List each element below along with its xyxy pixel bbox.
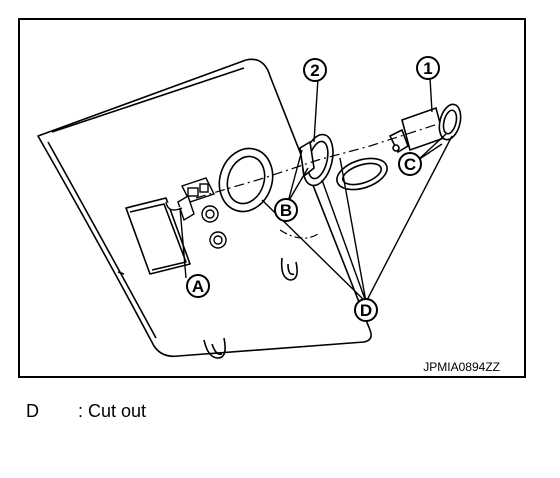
callout-c: C bbox=[404, 155, 416, 174]
panel-hole-ring bbox=[218, 147, 274, 213]
legend-text: : Cut out bbox=[78, 401, 147, 421]
installation-axis bbox=[195, 123, 439, 199]
legend-item: D : Cut out bbox=[26, 401, 146, 422]
callout-b: B bbox=[280, 201, 292, 220]
legend: D : Cut out bbox=[26, 401, 146, 422]
mounting-clip bbox=[203, 337, 226, 359]
mounting-clip bbox=[280, 257, 298, 281]
callout-a: A bbox=[192, 277, 204, 296]
callout-part-2: 2 bbox=[310, 61, 319, 80]
harness-connector bbox=[165, 177, 227, 249]
panel-opening bbox=[125, 197, 191, 275]
diagram-figure: 2 1 A B C D JPMIA0894ZZ bbox=[18, 18, 526, 378]
callout-part-1: 1 bbox=[423, 59, 432, 78]
image-code: JPMIA0894ZZ bbox=[423, 360, 500, 374]
cover-ring bbox=[336, 157, 388, 191]
callout-d: D bbox=[360, 301, 372, 320]
power-socket-part-1 bbox=[388, 103, 462, 154]
legend-key: D bbox=[26, 401, 39, 421]
